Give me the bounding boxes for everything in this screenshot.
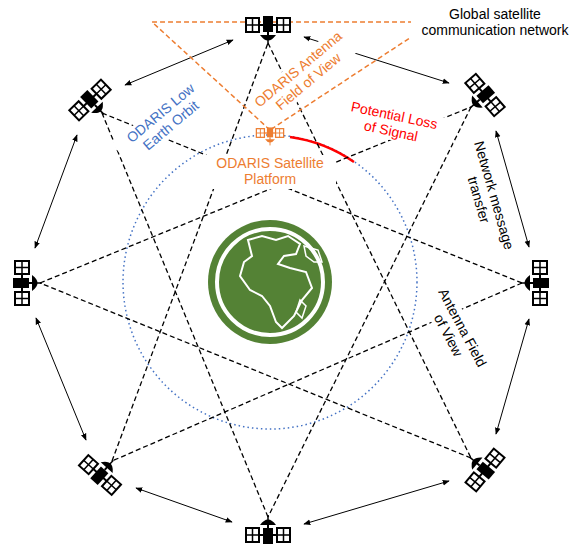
message-arrow [496,319,529,434]
satellite-icon [13,261,42,305]
odaris-satellite-icon [256,127,283,145]
orbit-circle [123,135,417,429]
message-arrow [36,318,86,440]
satellite-icon [520,261,549,305]
satellites [13,16,549,544]
signal-loss-label: Potential Loss of Signal [339,97,445,151]
satellite-icon [455,72,506,124]
satellite-icon [456,440,506,492]
message-transfer-label: Network message transfer [453,134,519,262]
satellite-icon [246,16,290,45]
network-title-label: Global satellite communication network [411,6,579,39]
satellite-icon [246,515,290,544]
message-arrow [136,488,232,522]
message-arrow [304,481,449,524]
message-arrow [35,135,77,248]
satellite-icon [68,78,120,129]
satellite-icon [78,445,130,496]
earth-globe [208,220,332,344]
platform-label: ODARIS Satellite Platform [205,155,336,188]
